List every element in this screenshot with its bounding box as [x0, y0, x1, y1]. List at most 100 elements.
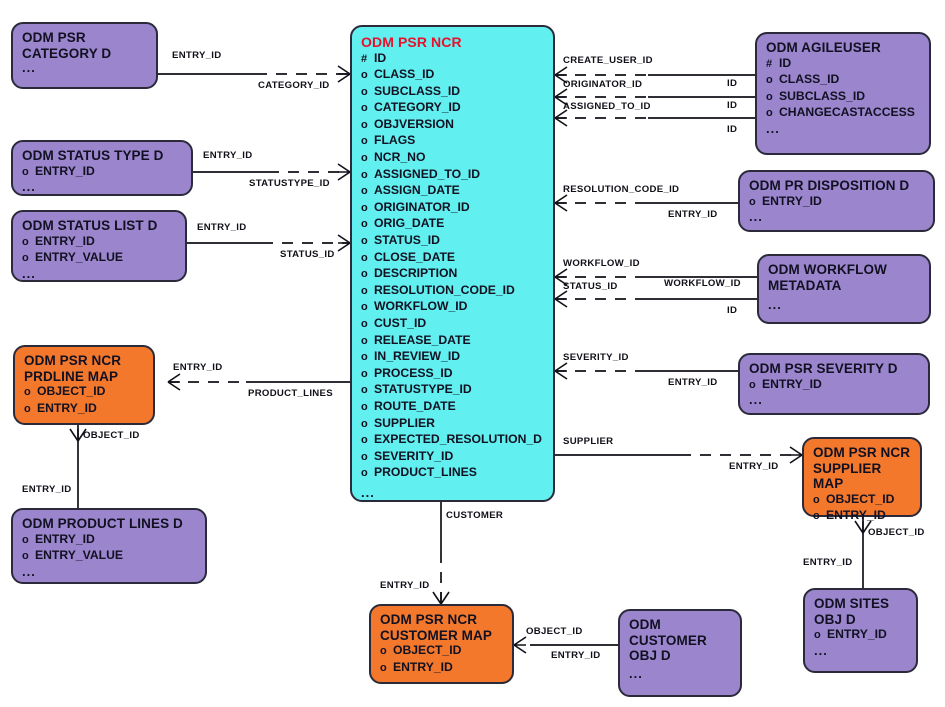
entity-ellipsis: ...	[361, 484, 375, 500]
rel-label-workflow-to: WORKFLOW_ID	[664, 278, 741, 289]
relationship-line-prdline-object	[69, 425, 87, 520]
attribute-label: ENTRY_ID	[762, 376, 822, 391]
rel-label-create-user-to: ID	[727, 78, 738, 89]
attribute-marker: o	[22, 165, 29, 178]
attribute-marker: o	[361, 135, 368, 148]
attribute-label: ENTRY_ID	[827, 627, 887, 641]
rel-label-prdline-object-to: ENTRY_ID	[22, 484, 72, 495]
attribute-marker: o	[361, 152, 368, 165]
attribute-marker: o	[361, 284, 368, 297]
relationship-line-customer-object	[513, 636, 618, 654]
attribute-marker: o	[361, 301, 368, 314]
relationship-line-supplier-object	[854, 517, 872, 588]
attribute-label: ROUTE_DATE	[374, 398, 456, 413]
entity-ellipsis: ...	[22, 265, 36, 281]
rel-label-supplier-object-to: ENTRY_ID	[803, 557, 853, 568]
entity-ellipsis: ...	[766, 120, 780, 136]
entity-title: ODM WORKFLOW METADATA	[768, 262, 887, 293]
attribute-label: CATEGORY_ID	[374, 100, 461, 115]
rel-label-workflow-status-from: STATUS_ID	[563, 281, 618, 292]
rel-label-resolution-code-from: RESOLUTION_CODE_ID	[563, 184, 680, 195]
entity-title: ODM AGILEUSER	[766, 40, 881, 55]
rel-label-originator-to: ID	[727, 100, 738, 111]
attribute-row: #ID	[766, 56, 921, 73]
entity-odm-workflow-metadata[interactable]: ODM WORKFLOW METADATA ...	[757, 254, 931, 324]
attribute-label: OBJVERSION	[374, 116, 454, 131]
attribute-label: IN_REVIEW_ID	[374, 349, 461, 364]
attribute-label: SUBCLASS_ID	[779, 88, 866, 103]
relationship-line-originator	[554, 88, 755, 106]
attribute-marker: o	[361, 235, 368, 248]
attribute-label: ORIGINATOR_ID	[374, 199, 470, 214]
attribute-label: PRODUCT_LINES	[374, 465, 477, 480]
attribute-marker: o	[814, 629, 821, 641]
rel-label-prdline-object-from: OBJECT_ID	[83, 430, 140, 441]
attribute-marker: o	[813, 510, 820, 523]
relationship-line-resolution-code	[554, 194, 738, 212]
entity-title: ODM PR DISPOSITION D	[749, 178, 910, 193]
rel-label-create-user-from: CREATE_USER_ID	[563, 55, 653, 66]
attribute-marker: o	[361, 384, 368, 397]
attribute-marker: o	[361, 450, 368, 463]
entity-odm-psr-category-d[interactable]: ODM PSR CATEGORY D ...	[11, 22, 158, 89]
rel-label-severity-to: ENTRY_ID	[668, 377, 718, 388]
rel-label-category-from: ENTRY_ID	[172, 50, 222, 61]
entity-ellipsis: ...	[814, 642, 828, 658]
entity-ellipsis: ...	[22, 60, 36, 75]
attribute-marker: o	[749, 195, 756, 208]
attribute-label: SEVERITY_ID	[374, 448, 454, 463]
attribute-marker: o	[766, 74, 773, 87]
entity-ellipsis: ...	[768, 297, 782, 312]
attribute-marker: o	[22, 235, 29, 248]
rel-label-product-lines-from: ENTRY_ID	[173, 362, 223, 373]
rel-label-supplier-to: ENTRY_ID	[729, 461, 779, 472]
rel-label-category-to: CATEGORY_ID	[258, 80, 330, 91]
rel-label-supplier-from: SUPPLIER	[563, 436, 614, 447]
attribute-label: CHANGECASTACCESS	[779, 105, 915, 120]
rel-label-status-to: STATUS_ID	[280, 249, 335, 260]
attribute-label: OBJECT_ID	[393, 643, 462, 657]
attribute-label: RESOLUTION_CODE_ID	[374, 282, 515, 297]
attribute-label: ORIG_DATE	[374, 216, 445, 231]
rel-label-customer-object-from: OBJECT_ID	[526, 626, 583, 637]
attribute-marker: o	[24, 386, 31, 398]
entity-title: ODM CUSTOMER OBJ D	[629, 617, 707, 663]
attribute-marker: o	[380, 645, 387, 657]
entity-ellipsis: ...	[629, 665, 643, 681]
attribute-row: o OBJECT_ID	[380, 643, 504, 660]
attribute-label: ENTRY_ID	[35, 233, 95, 248]
attribute-marker: o	[22, 533, 29, 546]
attribute-label: ENTRY_ID	[393, 659, 453, 674]
entity-title: ODM PSR NCR SUPPLIER MAP	[813, 445, 911, 491]
entity-title: ODM PSR NCR PRDLINE MAP	[24, 353, 122, 384]
attribute-label: ENTRY_VALUE	[35, 548, 124, 563]
entity-odm-customer-obj-d[interactable]: ODM CUSTOMER OBJ D ...	[618, 609, 742, 697]
